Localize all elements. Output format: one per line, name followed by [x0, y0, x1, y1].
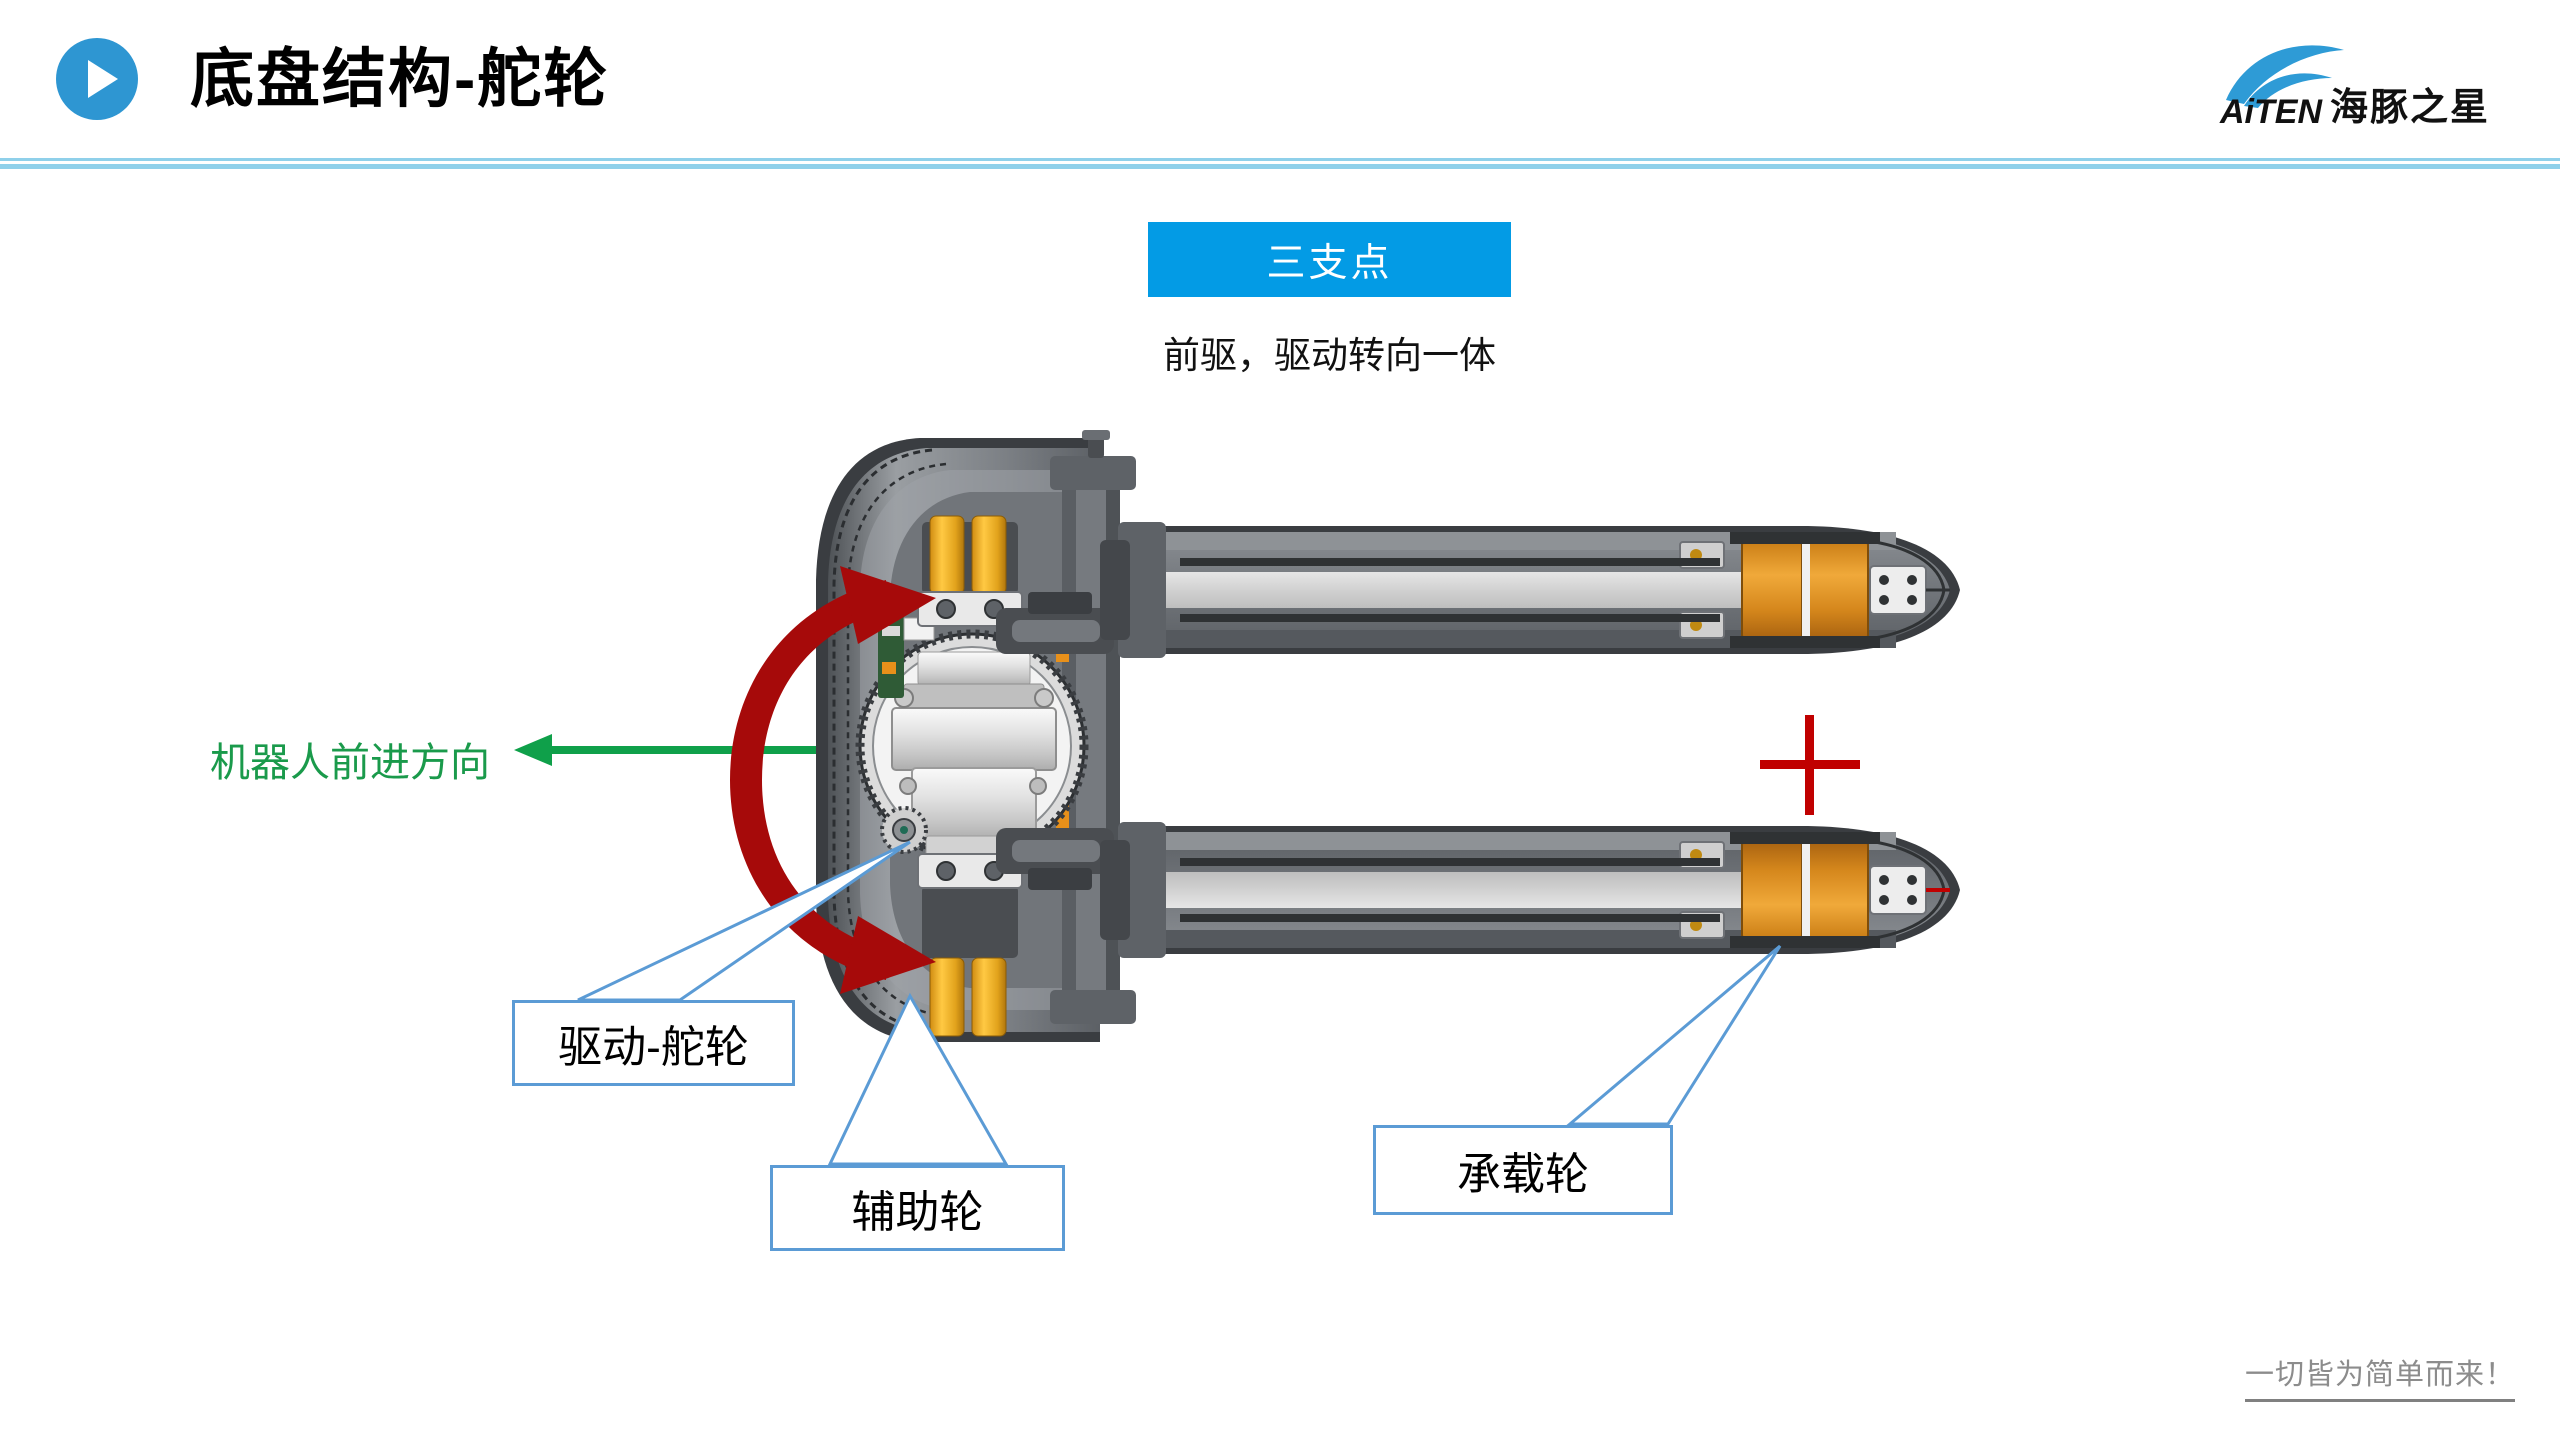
fork-linkage-bottom	[996, 828, 1114, 890]
logo-wordmark: AiTEN	[2219, 93, 2323, 128]
play-triangle-glyph	[88, 60, 118, 98]
logo-swoosh-lower	[2244, 73, 2332, 108]
pallet-truck-diagram	[800, 430, 2010, 1050]
fork-top	[1100, 522, 1960, 658]
plus-crosshair-icon	[1760, 715, 1860, 815]
callout-auxiliary-wheel[interactable]: 辅助轮	[770, 1165, 1065, 1251]
left-arrow-icon	[500, 720, 830, 780]
slide-header: 底盘结构-舵轮 AiTEN 海豚之星	[0, 0, 2560, 169]
header-divider-line-2	[0, 164, 2560, 169]
callout-drive-steer-wheel[interactable]: 驱动-舵轮	[512, 1000, 795, 1086]
fork-bottom	[1100, 822, 1960, 958]
slide-footer: 一切皆为简单而来！	[2244, 1351, 2515, 1402]
header-divider	[0, 158, 2560, 170]
footer-rule	[2244, 1399, 2515, 1402]
brand-logo: AiTEN 海豚之星	[2218, 28, 2518, 128]
header-divider-line-1	[0, 158, 2560, 161]
callout-load-wheel[interactable]: 承载轮	[1373, 1125, 1673, 1215]
load-wheel-top	[1730, 532, 1880, 648]
load-wheel-bottom	[1730, 832, 1880, 948]
footer-slogan: 一切皆为简单而来！	[2244, 1359, 2515, 1391]
crosshair-vertical-bar	[1805, 715, 1814, 815]
logo-chinese-name: 海豚之星	[2330, 87, 2490, 128]
fork-linkage-top	[996, 592, 1114, 654]
page-title: 底盘结构-舵轮	[190, 43, 610, 115]
forward-direction-label: 机器人前进方向	[210, 740, 490, 785]
caster-wheel-top	[917, 515, 1023, 627]
section-banner: 三支点	[1148, 222, 1511, 297]
play-triangle-icon	[56, 38, 138, 120]
section-subtitle: 前驱，驱动转向一体	[1163, 335, 1496, 376]
logo-swoosh-upper	[2226, 45, 2344, 104]
